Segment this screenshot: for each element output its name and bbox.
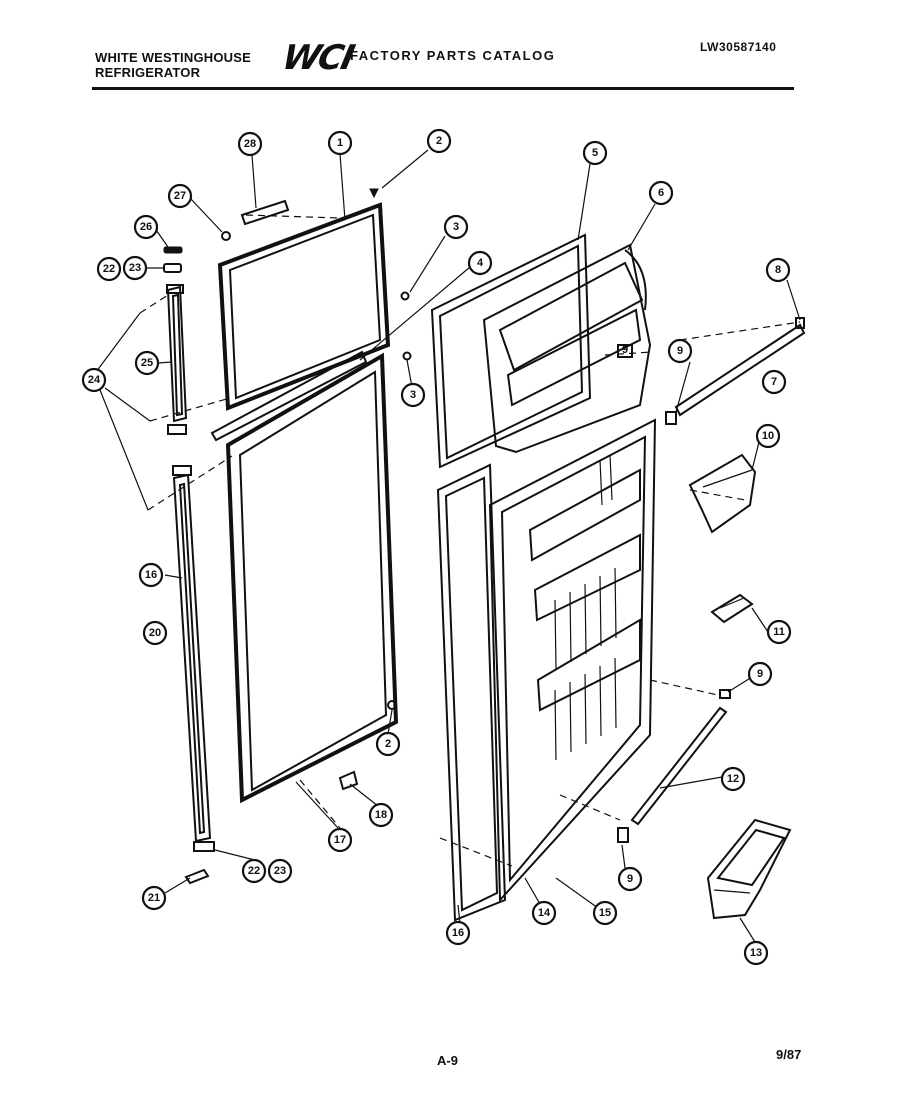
callout-16: 16 [445, 920, 471, 946]
leader-lines [95, 149, 801, 943]
brand-line-1: WHITE WESTINGHOUSE [95, 50, 251, 65]
callout-27: 27 [167, 183, 193, 209]
catalog-title: FACTORY PARTS CATALOG [350, 48, 556, 63]
callout-4: 4 [467, 250, 493, 276]
callout-20: 20 [142, 620, 168, 646]
header-rule [92, 87, 794, 90]
handle-trim-top [240, 199, 290, 226]
callout-13: 13 [743, 940, 769, 966]
fresh-food-inner-door [488, 418, 657, 903]
svg-text:9: 9 [622, 344, 628, 356]
callout-16: 16 [138, 562, 164, 588]
callout-11: 11 [766, 619, 792, 645]
callout-2: 2 [375, 731, 401, 757]
callout-10: 10 [755, 423, 781, 449]
brand-line-2: REFRIGERATOR [95, 65, 201, 80]
callout-25: 25 [134, 350, 160, 376]
egg-tray [710, 593, 754, 624]
svg-text:2: 2 [436, 135, 442, 147]
callout-12: 12 [720, 766, 746, 792]
callout-26: 26 [133, 214, 159, 240]
svg-text:27: 27 [174, 190, 186, 202]
svg-text:7: 7 [771, 376, 777, 388]
svg-text:16: 16 [452, 927, 464, 939]
door-bin [706, 818, 792, 920]
callout-1: 1 [327, 130, 353, 156]
svg-text:1: 1 [337, 137, 343, 149]
svg-text:22: 22 [103, 263, 115, 275]
catalog-date: 9/87 [776, 1047, 802, 1062]
svg-text:25: 25 [141, 357, 153, 369]
callout-28: 28 [237, 131, 263, 157]
callout-24: 24 [81, 367, 107, 393]
bottom-small-parts [184, 700, 397, 885]
callout-9: 9 [622, 344, 628, 356]
svg-text:9: 9 [677, 345, 683, 357]
svg-text:10: 10 [762, 430, 774, 442]
svg-text:8: 8 [775, 264, 781, 276]
callout-9: 9 [667, 338, 693, 364]
callout-3: 3 [400, 382, 426, 408]
svg-text:14: 14 [538, 907, 551, 919]
callout-14: 14 [531, 900, 557, 926]
callout-21: 21 [141, 885, 167, 911]
svg-text:13: 13 [750, 947, 762, 959]
svg-text:3: 3 [453, 221, 459, 233]
callout-18: 18 [368, 802, 394, 828]
svg-text:21: 21 [148, 892, 160, 904]
assembly-lines [139, 214, 801, 867]
svg-text:2: 2 [385, 738, 391, 750]
end-cap-parts [163, 188, 412, 361]
svg-text:23: 23 [274, 865, 286, 877]
page-label: A-9 [437, 1053, 458, 1068]
svg-text:22: 22 [248, 865, 260, 877]
freezer-door-handle [166, 284, 188, 435]
model-number: LW30587140 [700, 40, 777, 54]
freezer-door [482, 243, 652, 454]
callout-9: 9 [747, 661, 773, 687]
callout-7: 7 [761, 369, 787, 395]
svg-text:4: 4 [477, 257, 484, 269]
svg-text:9: 9 [627, 873, 633, 885]
svg-text:15: 15 [599, 907, 611, 919]
svg-text:16: 16 [145, 569, 157, 581]
svg-text:12: 12 [727, 773, 739, 785]
svg-text:11: 11 [773, 626, 785, 638]
svg-text:6: 6 [658, 187, 664, 199]
svg-text:9: 9 [757, 668, 763, 680]
shelf-rails [617, 317, 806, 843]
callout-23: 23 [122, 255, 148, 281]
fresh-food-door-handle [172, 465, 215, 852]
svg-text:28: 28 [244, 138, 256, 150]
butter-dish [688, 453, 757, 534]
callout-15: 15 [592, 900, 618, 926]
callout-22: 22 [241, 858, 267, 884]
brand-block: WHITE WESTINGHOUSE REFRIGERATOR [95, 50, 251, 80]
svg-text:20: 20 [149, 627, 161, 639]
svg-text:24: 24 [88, 374, 101, 386]
callout-8: 8 [765, 257, 791, 283]
callout-22: 22 [96, 256, 122, 282]
svg-text:26: 26 [140, 221, 152, 233]
svg-text:3: 3 [410, 389, 416, 401]
svg-text:17: 17 [334, 834, 346, 846]
callout-6: 6 [648, 180, 674, 206]
fresh-food-door-liner [436, 463, 507, 922]
callout-5: 5 [582, 140, 608, 166]
callout-17: 17 [327, 827, 353, 853]
callout-9: 9 [617, 866, 643, 892]
callout-3: 3 [443, 214, 469, 240]
fresh-food-door-gasket [210, 350, 399, 804]
freezer-door-liner [430, 233, 592, 469]
callout-23: 23 [267, 858, 293, 884]
svg-text:23: 23 [129, 262, 141, 274]
freezer-door-gasket [217, 202, 391, 411]
svg-text:18: 18 [375, 809, 387, 821]
callout-2: 2 [426, 128, 452, 154]
svg-text:5: 5 [592, 147, 598, 159]
